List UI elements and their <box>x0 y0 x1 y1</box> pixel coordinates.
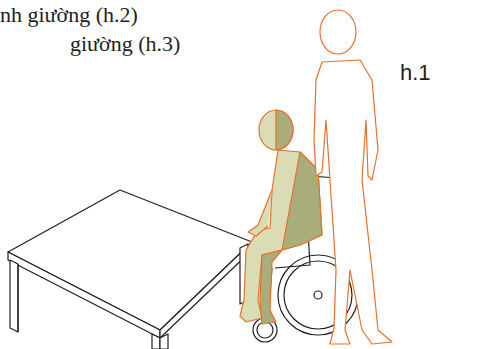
caption-text: nh giường (h.2) <box>0 4 138 26</box>
table <box>8 190 252 349</box>
figure-number: h.1 <box>400 62 431 84</box>
standing-person <box>314 10 392 344</box>
caption-text: giường (h.3) <box>70 33 180 55</box>
seated-person <box>240 110 322 324</box>
